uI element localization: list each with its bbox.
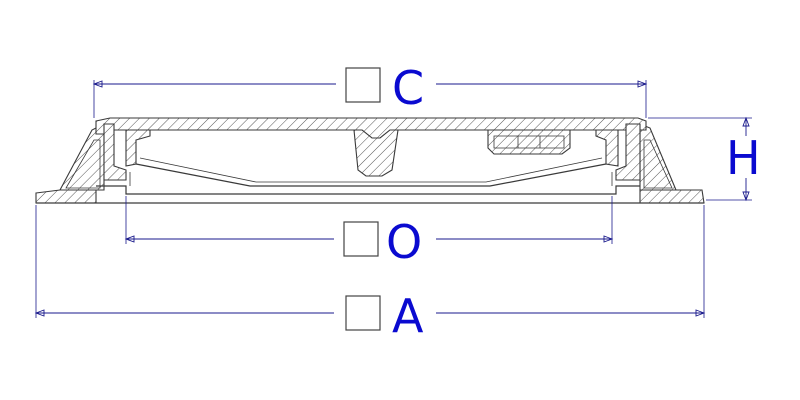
frame: [35, 123, 705, 204]
frame-left-rib: [65, 139, 101, 189]
cover-underside-web: [135, 163, 607, 187]
dimension-c-label: C: [392, 61, 424, 115]
dimension-c: C: [92, 61, 648, 118]
cover-right-inner-flange: [595, 129, 619, 167]
cover-handle-pocket: [487, 129, 571, 155]
cover-left-inner-flange: [125, 129, 151, 167]
frame-left-flange: [35, 189, 97, 204]
cover-seat-inner: [129, 172, 613, 186]
cover-left-rim: [103, 123, 127, 181]
frame-right-flange: [639, 189, 705, 204]
cover-center-rib: [353, 129, 399, 177]
cover: [95, 117, 647, 195]
dimension-a-box: [345, 295, 381, 331]
dimension-h: H: [648, 116, 761, 202]
dimension-a-label: A: [392, 289, 424, 343]
dimension-h-label: H: [726, 131, 761, 185]
dimension-a: A: [34, 205, 706, 343]
dimension-o-box: [343, 221, 379, 257]
cover-right-rim: [615, 123, 641, 181]
dimension-o-label: O: [386, 215, 422, 269]
cover-underside-web-inner: [139, 157, 603, 183]
cover-handle-slot: [493, 135, 565, 149]
dimension-c-box: [345, 67, 381, 103]
dimension-o: O: [124, 196, 614, 269]
frame-right-rib: [643, 139, 673, 189]
cover-seat-line: [96, 185, 640, 195]
